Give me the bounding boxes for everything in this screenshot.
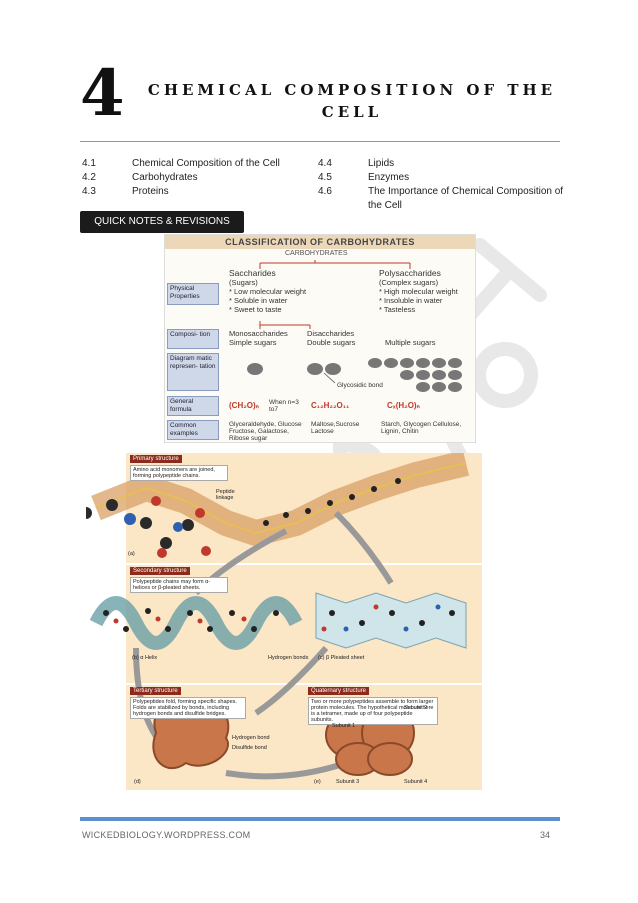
subunit-2-label: Subunit 2: [404, 705, 428, 711]
saccharides-prop: * Soluble in water: [229, 296, 288, 305]
polysaccharides-title: Polysaccharides: [379, 268, 441, 278]
formula-poly: Cₓ(H₂O)ₙ: [387, 401, 420, 410]
subunit-3-label: Subunit 3: [336, 779, 360, 785]
beta-sheet-label: (c) β Pleated sheet: [318, 655, 365, 661]
chapter-number: 4: [80, 56, 125, 131]
sugar-diagram: [247, 358, 462, 392]
toc-num: 4.1: [82, 158, 96, 169]
row-label-composition: Composi- tion: [167, 329, 219, 349]
row-label-physical: Physical Properties: [167, 283, 219, 305]
secondary-structure-label: Secondary structure: [130, 567, 190, 575]
toc-text: The Importance of Chemical Composition o…: [368, 186, 564, 211]
subunit-4-label: Subunit 4: [404, 779, 428, 785]
toc-left: 4.1 Chemical Composition of the Cell 4.2 C…: [82, 157, 302, 199]
toc-item[interactable]: 4.5 Enzymes: [318, 171, 568, 185]
alpha-helix-label: (b) α Helix: [132, 655, 158, 661]
protein-structure-figure: Primary structure Amino acid monomers ar…: [80, 450, 482, 790]
subunit-1-label: Subunit 1: [332, 723, 356, 729]
toc-text: Enzymes: [368, 172, 410, 183]
peptide-linkage-label: Peptide linkage: [216, 489, 235, 501]
toc-num: 4.5: [318, 172, 332, 183]
carb-root-label: CARBOHYDRATES: [285, 250, 348, 257]
hydrogen-bond-label: Hydrogen bond: [232, 735, 270, 741]
footer-rule: [80, 817, 560, 821]
di-label: Disaccharides: [307, 329, 355, 338]
chapter-title: Chemical Composition of the Cell: [147, 81, 557, 121]
glycosidic-label: Glycosidic bond: [337, 382, 383, 389]
di-sub: Double sugars: [307, 338, 356, 347]
secondary-structure-note: Polypeptide chains may form α-helices or…: [130, 577, 228, 593]
tertiary-structure-label: Tertiary structure: [130, 687, 181, 695]
polysaccharides-column: Polysaccharides (Complex sugars) * High …: [379, 268, 475, 315]
primary-structure-note: Amino acid monomers are joined, forming …: [130, 465, 228, 481]
panel-a-label: (a): [128, 551, 135, 557]
toc-num: 4.4: [318, 158, 332, 169]
mono-sub: Simple sugars: [229, 338, 277, 347]
carb-connectors: [259, 260, 411, 329]
examples-mono: Glyceraldehyde, Glucose Fructose, Galact…: [229, 421, 302, 442]
mono-label: Monosaccharides: [229, 329, 288, 338]
quaternary-structure-note: Two or more polypeptides assemble to for…: [308, 697, 438, 725]
header-rule: [80, 141, 560, 142]
saccharides-title: Saccharides: [229, 268, 276, 278]
formula-di: C₁₂H₂₂O₁₁: [311, 401, 350, 410]
toc-text: Lipids: [368, 158, 395, 169]
polysaccharides-subtitle: (Complex sugars): [379, 278, 439, 287]
quaternary-structure-label: Quaternary structure: [308, 687, 370, 695]
formula-mono-note: When n=3 to7: [269, 399, 299, 413]
di-cell: Disaccharides Double sugars: [307, 329, 355, 347]
toc-text: Carbohydrates: [132, 172, 198, 183]
disulfide-bond-label: Disulfide bond: [232, 745, 267, 751]
examples-di: Maltose,Sucrose Lactose: [311, 421, 360, 435]
toc-item[interactable]: 4.2 Carbohydrates: [82, 171, 302, 185]
toc-num: 4.3: [82, 186, 96, 197]
toc-text: Chemical Composition of the Cell: [132, 158, 280, 169]
formula-mono: (CH₂O)ₙ: [229, 401, 259, 410]
row-label-formula: General formula: [167, 396, 219, 416]
poly-cell: Multiple sugars: [385, 338, 436, 347]
polysaccharides-prop: * Tasteless: [379, 305, 416, 314]
saccharides-prop: * Sweet to taste: [229, 305, 282, 314]
toc-num: 4.2: [82, 172, 96, 183]
carbohydrate-table: CLASSIFICATION OF CARBOHYDRATES CARBOHYD…: [164, 234, 476, 443]
row-label-examples: Common examples: [167, 420, 219, 440]
polysaccharides-prop: * Insoluble in water: [379, 296, 443, 305]
hydrogen-bonds-label: Hydrogen bonds: [268, 655, 309, 661]
saccharides-subtitle: (Sugars): [229, 278, 258, 287]
examples-poly: Starch, Glycogen Cellulose, Lignin, Chit…: [381, 421, 462, 435]
mono-cell: Monosaccharides Simple sugars: [229, 329, 288, 347]
toc-item[interactable]: 4.6 The Importance of Chemical Compositio…: [318, 185, 568, 213]
toc-text: Proteins: [132, 186, 169, 197]
quick-notes-button[interactable]: QUICK NOTES & REVISIONS: [80, 211, 244, 233]
footer-site: WICKEDBIOLOGY.WORDPRESS.COM: [82, 830, 251, 840]
toc-item[interactable]: 4.1 Chemical Composition of the Cell: [82, 157, 302, 171]
carb-table-title: CLASSIFICATION OF CARBOHYDRATES: [165, 235, 475, 249]
panel-e-label: (e): [314, 779, 321, 785]
primary-structure-label: Primary structure: [130, 455, 182, 463]
saccharides-prop: * Low molecular weight: [229, 287, 307, 296]
toc-num: 4.6: [318, 186, 332, 197]
panel-d-label: (d): [134, 779, 141, 785]
protein-illustration: [80, 450, 482, 790]
toc-right: 4.4 Lipids 4.5 Enzymes 4.6 The Importance o…: [318, 157, 568, 213]
toc-item[interactable]: 4.3 Proteins: [82, 185, 302, 199]
toc-item[interactable]: 4.4 Lipids: [318, 157, 568, 171]
tertiary-structure-note: Polypeptides fold, forming specific shap…: [130, 697, 246, 719]
row-label-diagram: Diagram matic represen- tation: [167, 353, 219, 391]
saccharides-column: Saccharides (Sugars) * Low molecular wei…: [229, 268, 339, 315]
page-number: 34: [540, 830, 551, 840]
polysaccharides-prop: * High molecular weight: [379, 287, 458, 296]
